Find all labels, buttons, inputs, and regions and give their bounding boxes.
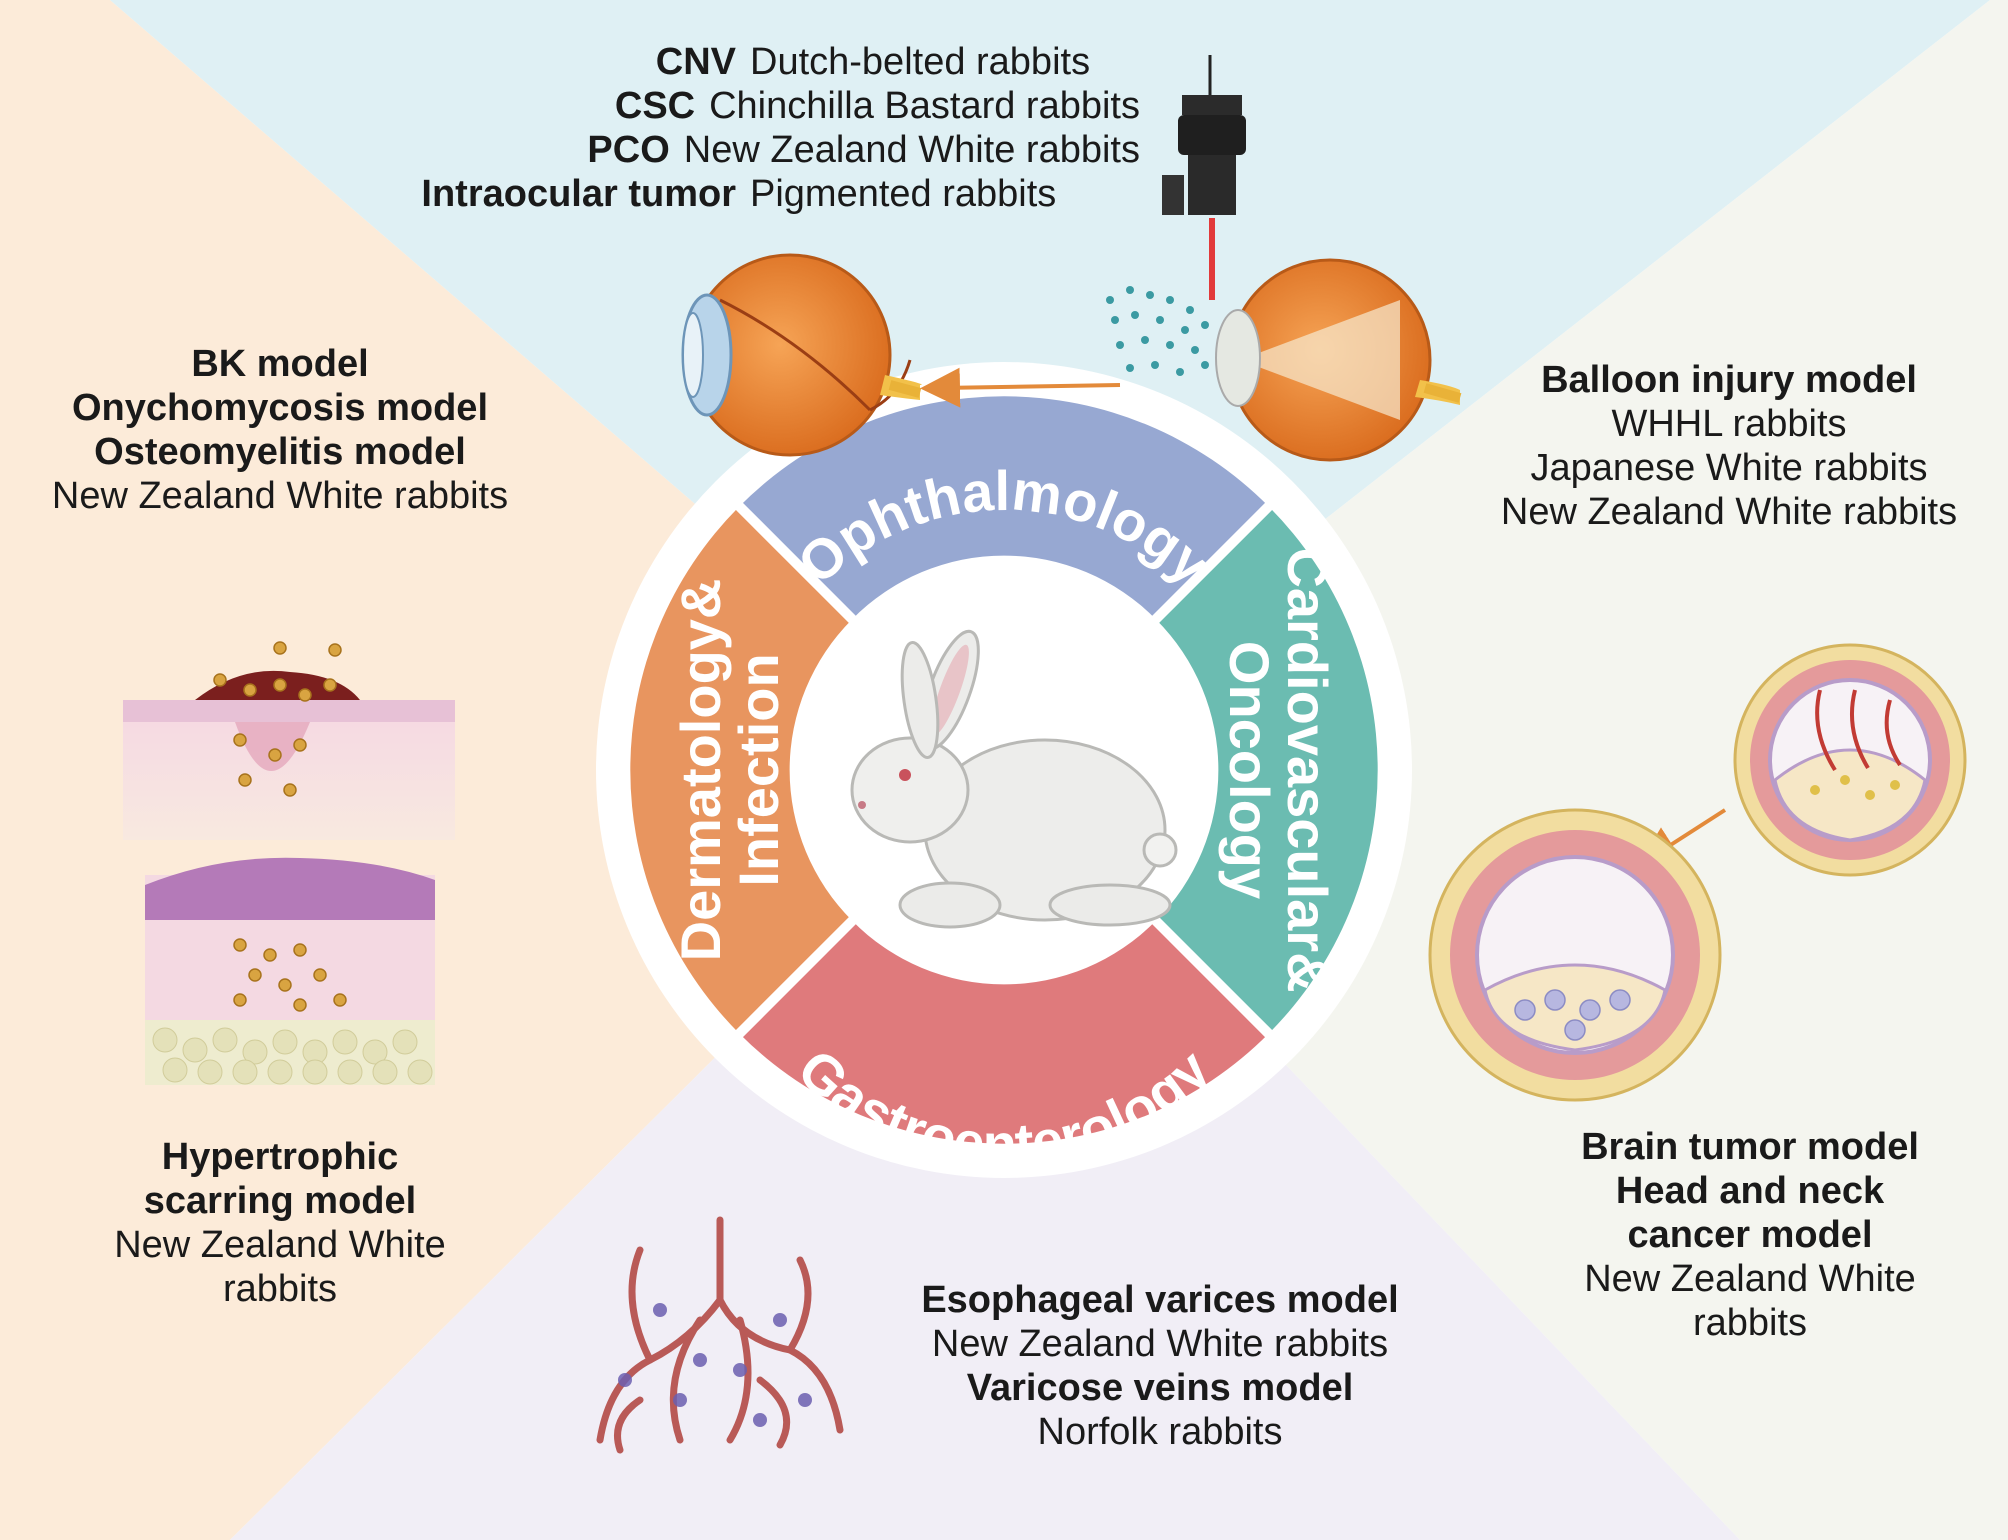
model-name: CSC [614,85,696,127]
model-name: Osteomyelitis model [94,431,466,473]
rabbit-strain: WHHL rabbits [1611,403,1847,445]
vein-network-icon [596,1216,844,1454]
model-name: cancer model [1627,1214,1873,1256]
rabbit-strain: Dutch-belted rabbits [750,41,1091,83]
rabbit-strain: New Zealand White rabbits [1500,491,1958,533]
ring-label-dermatology: Dermatology& Infection [669,579,790,962]
ring-label-cardiovascular: Cardiovascular& Oncology [1218,547,1339,992]
artery-cross-section-icon [1428,808,1722,1102]
list-item: CSC Chinchilla Bastard rabbits [330,84,1140,128]
ring-label-text: Cardiovascular& [1276,547,1339,992]
rabbit-strain: New Zealand White rabbits [931,1323,1389,1365]
model-name: Intraocular tumor [421,173,736,215]
model-name: Onychomycosis model [71,387,488,429]
ring-label-text: Dermatology& [669,579,732,962]
ring-segment-cardiovascular [1155,506,1378,1034]
vein-network-icon [618,1303,812,1427]
ring-segment-ophthalmology [739,396,1269,620]
model-name: scarring model [143,1180,417,1222]
rabbit-icon [850,629,1178,929]
rabbit-strain: New Zealand White rabbits [683,129,1140,171]
cardio-bottom-text: Brain tumor model Head and neck cancer m… [1500,1125,2000,1345]
list-item: Intraocular tumor Pigmented rabbits [330,172,1140,216]
rabbit-strain: Pigmented rabbits [750,173,1057,215]
gastro-text: Esophageal varices model New Zealand Whi… [860,1278,1460,1454]
cardio-top-text: Balloon injury model WHHL rabbits Japane… [1450,358,2008,534]
ring-label-text: Oncology [1218,641,1281,899]
rabbit-strain: New Zealand White [114,1224,446,1266]
rabbit-strain: Chinchilla Bastard rabbits [709,85,1140,127]
eye-icon [681,253,922,457]
model-name: Esophageal varices model [921,1279,1399,1321]
skin-section-icon [123,641,455,840]
list-item: PCO New Zealand White rabbits [330,128,1140,172]
model-name: Balloon injury model [1541,359,1917,401]
list-item: CNV Dutch-belted rabbits [330,40,1140,84]
model-name: BK model [191,343,369,385]
model-name: CNV [655,41,736,83]
rabbit-strain: Japanese White rabbits [1530,447,1928,489]
eye-icon [1215,258,1462,462]
ring-segment-gastroenterology [739,920,1269,1144]
bg-left-quadrant [0,0,1004,1540]
rabbit-strain: Norfolk rabbits [1037,1411,1283,1453]
arrow-icon [920,367,1121,408]
dermatology-top-text: BK model Onychomycosis model Osteomyelit… [0,342,560,518]
artery-cross-section-icon [1733,643,1967,877]
model-name: PCO [587,129,670,171]
model-name: Brain tumor model [1581,1126,1919,1168]
model-name: Varicose veins model [966,1367,1354,1409]
bg-right-quadrant [1004,0,2008,1540]
skin-section-icon [145,857,435,1085]
rabbit-strain: New Zealand White rabbits [51,475,509,517]
nanoparticle-icon [1106,286,1209,376]
laser-camera-icon [1162,55,1246,300]
dermatology-bottom-text: Hypertrophic scarring model New Zealand … [40,1135,520,1311]
ring-segment-dermatology [630,506,853,1034]
model-name: Head and neck [1615,1170,1885,1212]
rabbit-strain: rabbits [222,1268,338,1310]
rabbit-strain: New Zealand White [1584,1258,1916,1300]
ophthalmology-models-list: CNV Dutch-belted rabbits CSC Chinchilla … [330,40,1140,216]
model-name: Hypertrophic [161,1136,399,1178]
ring-label-text: Infection [727,653,790,886]
rabbit-strain: rabbits [1692,1302,1808,1344]
